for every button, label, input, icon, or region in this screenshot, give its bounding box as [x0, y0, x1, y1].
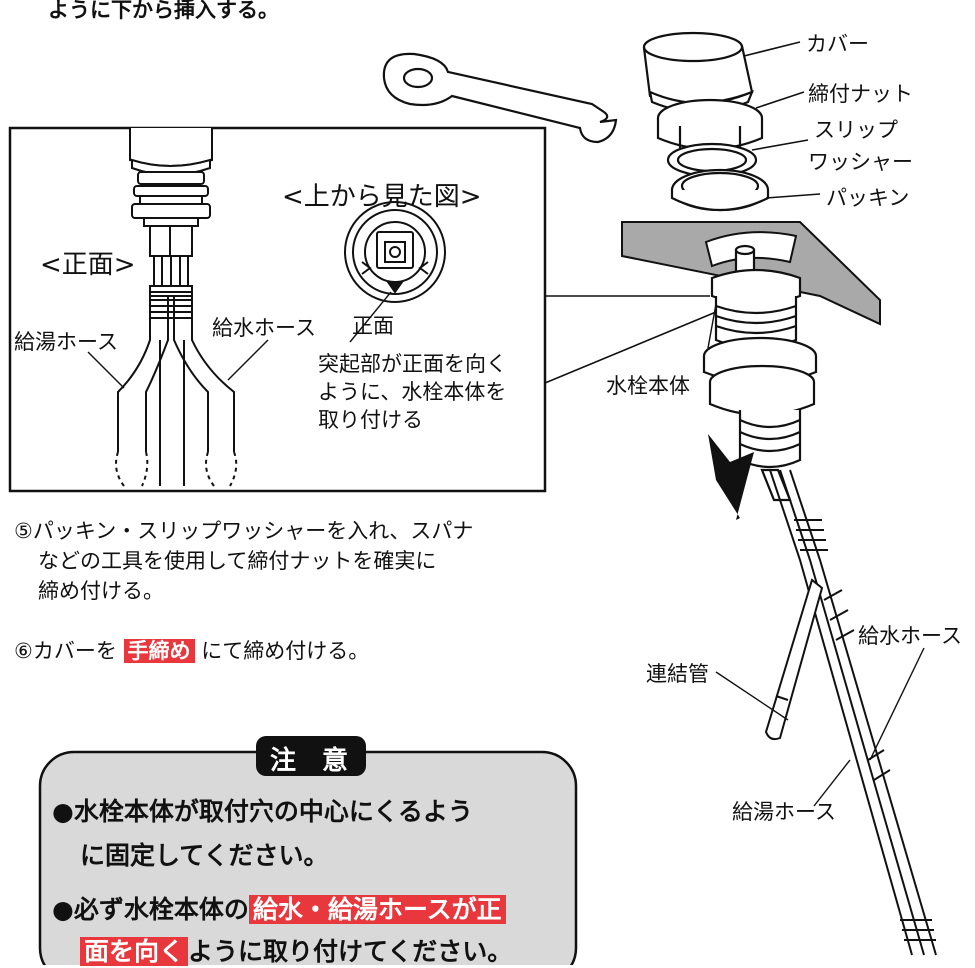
- inset-note-line3: 取り付ける: [318, 408, 423, 432]
- leader-cold-hose-inset: [227, 339, 269, 381]
- step6-highlight: 手締め: [123, 639, 195, 663]
- top-view-diagram: [344, 201, 446, 303]
- step5-line1: ⑤パッキン・スリップワッシャーを入れ、スパナ: [14, 519, 474, 543]
- inset-label-cold-hose: 給水ホース: [212, 316, 316, 340]
- leader-hot-hose-inset: [87, 351, 125, 389]
- inset-label-hot-hose: 給湯ホース: [14, 330, 118, 354]
- label-hot-hose: 給湯ホース: [732, 800, 836, 824]
- step6-post: にて締め付ける。: [194, 639, 370, 663]
- inset-frame: [8, 126, 547, 493]
- caution-bullet2-pre: ●必ず水栓本体の: [52, 895, 249, 924]
- label-slip-line2: ワッシャー: [808, 150, 913, 174]
- caution-bullet1-line1: ●水栓本体が取付穴の中心にくるよう: [52, 797, 473, 826]
- inset-note-line1: 突起部が正面を向く: [318, 352, 507, 376]
- step6-pre: ⑥カバーを: [14, 639, 124, 663]
- caution-bullet1-line2: に固定してください。: [80, 841, 329, 870]
- caution-bullet2-line1: ●必ず水栓本体の給水・給湯ホースが正: [52, 890, 506, 926]
- slip-washer: [666, 142, 758, 178]
- front-view-faucet: [115, 128, 238, 487]
- label-cover: カバー: [806, 32, 869, 56]
- label-connect-pipe: 連結管: [646, 662, 709, 686]
- label-body: 水栓本体: [606, 374, 690, 398]
- label-nut: 締付ナット: [808, 82, 913, 106]
- step5-line3: 締め付ける。: [38, 579, 164, 603]
- insert-direction-arrow: [708, 434, 754, 520]
- label-packing: パッキン: [826, 186, 910, 210]
- caution-bullet2-highlight1: 給水・給湯ホースが正: [248, 895, 506, 924]
- caution-title: 注 意: [270, 746, 349, 776]
- spanner-wrench: [382, 52, 618, 144]
- inset-title-top-view: <上から見た図>: [282, 182, 482, 212]
- inset-note-line2: ように、水栓本体を: [318, 380, 507, 404]
- faucet-body: [702, 244, 818, 502]
- callout-line-lower: [544, 311, 717, 384]
- caution-bullet2-post: ように取り付けてください。: [188, 937, 513, 966]
- top-instruction-text: ように下から挿入する。: [48, 0, 279, 22]
- inset-title-front: <正面>: [40, 250, 136, 280]
- caution-title-plate: [256, 736, 366, 776]
- inset-label-front: 正面: [352, 314, 394, 338]
- caution-bullet2-line2: 面を向くように取り付けてください。: [80, 932, 512, 968]
- connecting-pipe: [764, 578, 824, 741]
- leader-front-label: [349, 291, 392, 343]
- tightening-nut: [656, 98, 764, 151]
- label-cold-hose: 給水ホース: [858, 624, 962, 648]
- hose-assembly: [769, 469, 937, 956]
- step6: ⑥カバーを 手締め にて締め付ける。: [14, 636, 369, 666]
- step5-line2: などの工具を使用して締付ナットを確実に: [38, 549, 437, 573]
- label-slip-line1: スリップ: [814, 118, 898, 142]
- caution-bullet2-highlight2: 面を向く: [80, 937, 189, 966]
- packing-ring: [670, 168, 770, 212]
